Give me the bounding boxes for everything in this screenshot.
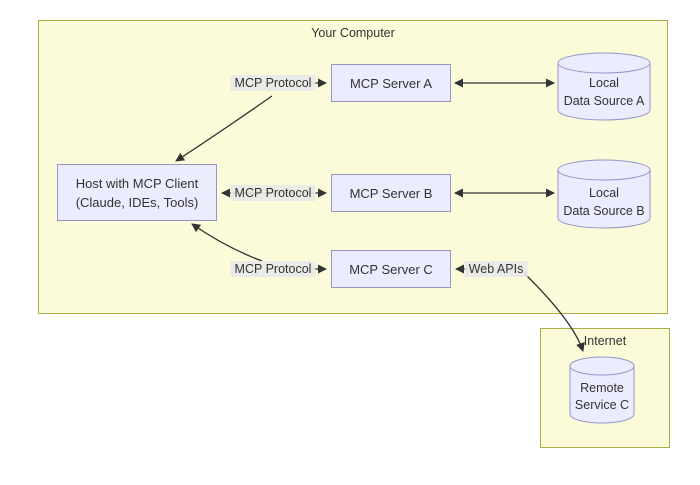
edge-web-apis-to-remote-c xyxy=(523,272,585,352)
node-host-with-mcp-client: Host with MCP Client (Claude, IDEs, Tool… xyxy=(57,164,217,221)
server-a-label: MCP Server A xyxy=(349,75,433,91)
edge-label-mcp-protocol-a: MCP Protocol xyxy=(230,75,316,91)
database-cylinder-remote-c xyxy=(569,356,635,424)
edge-label-mcp-protocol-c: MCP Protocol xyxy=(230,261,316,277)
database-cylinder-data-a xyxy=(557,52,651,121)
edge-protocol-a-to-host xyxy=(175,95,273,162)
node-mcp-server-c: MCP Server C xyxy=(331,250,451,288)
server-b-label: MCP Server B xyxy=(349,185,433,201)
remote-service-c-label: Remote Service C xyxy=(566,380,638,414)
data-a-line2: Data Source A xyxy=(563,94,645,108)
database-cylinder-data-b xyxy=(557,159,651,229)
data-b-line2: Data Source B xyxy=(563,204,645,218)
data-a-line1: Local xyxy=(589,76,619,90)
node-mcp-server-a: MCP Server A xyxy=(331,64,451,102)
data-b-line1: Local xyxy=(589,186,619,200)
edge-protocol-c-to-host xyxy=(191,223,263,262)
host-label-line1: Host with MCP Client xyxy=(75,175,199,191)
data-source-b-label: Local Data Source B xyxy=(558,184,650,220)
edge-label-mcp-protocol-b: MCP Protocol xyxy=(230,185,316,201)
edge-label-web-apis: Web APIs xyxy=(464,261,528,277)
remote-c-line1: Remote xyxy=(580,381,624,395)
cluster-internet-title: Internet xyxy=(583,334,627,348)
server-c-label: MCP Server C xyxy=(349,261,433,277)
node-mcp-server-b: MCP Server B xyxy=(331,174,451,212)
remote-c-line2: Service C xyxy=(574,398,630,412)
host-label-line2: (Claude, IDEs, Tools) xyxy=(75,194,199,210)
cluster-internet: Internet xyxy=(540,328,670,448)
cluster-your-computer-title: Your Computer xyxy=(311,26,395,40)
data-source-a-label: Local Data Source A xyxy=(558,74,650,110)
